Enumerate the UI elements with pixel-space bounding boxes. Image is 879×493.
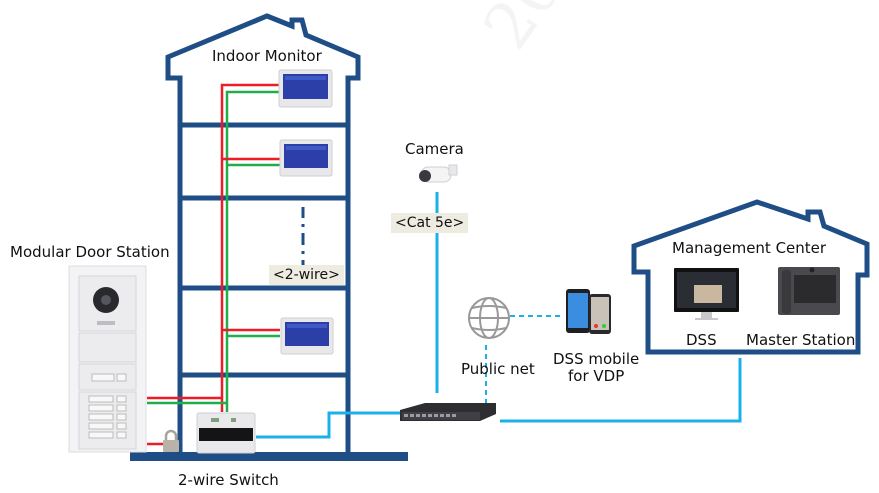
two-wire-switch-device[interactable]	[196, 412, 256, 454]
dss-pc-monitor[interactable]	[674, 268, 739, 320]
two-wire-tag: <2-wire>	[269, 265, 344, 285]
cable-poe-to-management	[500, 358, 742, 423]
two-wire-switch-label: 2-wire Switch	[178, 471, 279, 489]
camera-label: Camera	[405, 140, 464, 158]
cat5e-tag: <Cat 5e>	[391, 213, 469, 233]
indoor-monitor-1[interactable]	[278, 69, 333, 108]
modular-door-station[interactable]	[68, 265, 147, 453]
lock-icon	[163, 429, 179, 452]
camera-device[interactable]	[419, 164, 458, 183]
cable-switch-to-poe	[256, 411, 405, 439]
modular-door-station-label: Modular Door Station	[10, 243, 170, 261]
dss-mobile-label-line2: for VDP	[568, 367, 625, 385]
dss-mobile-label-line1: DSS mobile	[553, 350, 640, 368]
red-wire-trunk	[220, 83, 280, 412]
indoor-monitor-3[interactable]	[280, 317, 334, 355]
master-station-device[interactable]	[778, 267, 840, 315]
management-center-label: Management Center	[672, 239, 827, 257]
master-station-label: Master Station	[746, 331, 856, 349]
residential-building	[165, 13, 361, 455]
indoor-monitor-label: Indoor Monitor	[212, 47, 322, 65]
two-wire-bus	[147, 83, 280, 446]
public-net-label: Public net	[461, 360, 535, 378]
building-roof	[165, 13, 361, 125]
indoor-monitor-2[interactable]	[279, 139, 333, 177]
dss-label: DSS	[686, 331, 717, 349]
poe-switch-device[interactable]	[400, 403, 496, 421]
green-wire-trunk	[225, 90, 280, 412]
management-center-building	[631, 199, 870, 355]
wireless-links	[485, 315, 560, 405]
globe-icon	[468, 297, 510, 339]
building-ground	[130, 452, 408, 461]
dss-mobile-phones[interactable]	[566, 289, 611, 334]
